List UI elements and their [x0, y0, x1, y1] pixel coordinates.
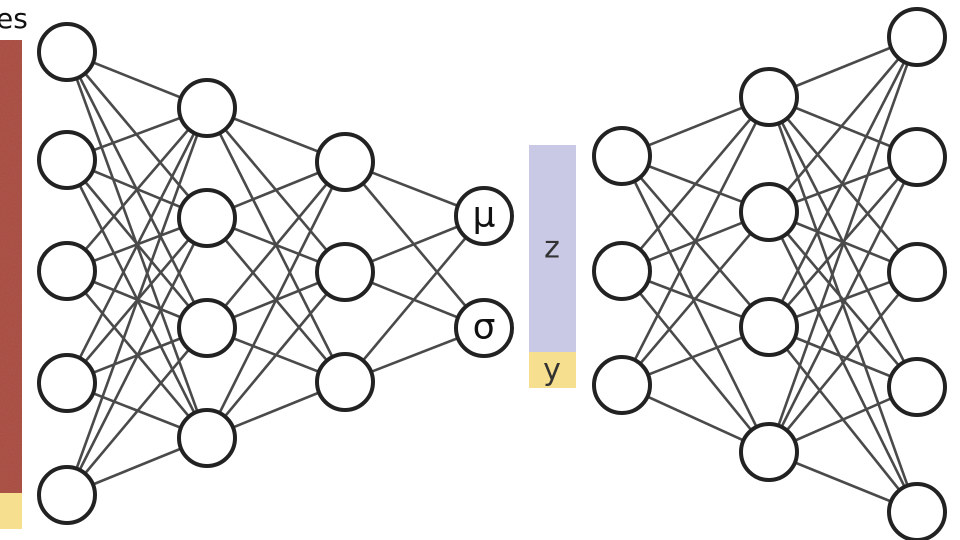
sigma-label: σ — [473, 307, 496, 348]
encoder-edge-l0-n3-to-l1-n0 — [65, 107, 209, 384]
decoder-node-l2-n3 — [887, 357, 947, 417]
encoder-node-l0-n0 — [37, 22, 97, 82]
encoder-node-l0-n4 — [37, 465, 97, 525]
input-label-strip — [0, 493, 22, 529]
decoder-edge-l0-n2-to-l1-n1 — [621, 211, 770, 386]
encoder-node-l1-n2 — [177, 298, 237, 358]
encoder-edge-l1-n3-to-l2-n1 — [206, 271, 346, 439]
top-left-label: es — [0, 2, 28, 35]
y-label: y — [543, 353, 561, 388]
decoder-node-l1-n1 — [739, 182, 799, 242]
decoder-edge-l0-n1-to-l1-n0 — [621, 96, 770, 272]
decoder-edge-l0-n0-to-l1-n3 — [620, 155, 771, 453]
encoder-edge-l2-n2-to-l3-n0 — [344, 215, 485, 383]
network-nodes: μσ — [37, 7, 947, 540]
decoder-edge-l1-n3-to-l2-n1 — [767, 156, 919, 453]
z-label: z — [544, 231, 560, 266]
encoder-edge-l0-n4-to-l1-n1 — [65, 217, 209, 496]
encoder-node-l2-n1 — [315, 242, 375, 302]
decoder-node-l0-n1 — [592, 241, 652, 301]
mu-node — [454, 186, 514, 246]
decoder-node-l2-n1 — [887, 127, 947, 187]
y-block — [529, 352, 576, 388]
decoder-edge-l1-n1-to-l2-n0 — [768, 36, 918, 213]
decoder-node-l2-n2 — [887, 242, 947, 302]
decoder-edge-l0-n2-to-l1-n0 — [620, 96, 771, 386]
decoder-node-l2-n0 — [887, 7, 947, 67]
encoder-edge-l0-n4-to-l1-n2 — [66, 327, 208, 496]
encoder-node-l0-n3 — [37, 353, 97, 413]
encoder-node-l1-n1 — [177, 188, 237, 248]
encoder-node-l0-n2 — [37, 241, 97, 301]
encoder-node-l2-n0 — [315, 132, 375, 192]
encoder-node-l2-n2 — [315, 352, 375, 412]
decoder-node-l0-n2 — [592, 355, 652, 415]
decoder-edge-l1-n2-to-l2-n0 — [767, 36, 919, 328]
decoder-node-l0-n0 — [592, 126, 652, 186]
mu-label: μ — [473, 195, 496, 236]
decoder-node-l2-n4 — [887, 482, 947, 540]
encoder-edge-l0-n4-to-l1-n0 — [65, 107, 209, 496]
z-block — [529, 145, 576, 352]
encoder-edge-l0-n2-to-l1-n0 — [66, 107, 208, 272]
decoder-node-l1-n0 — [739, 67, 799, 127]
decoder-node-l1-n2 — [739, 297, 799, 357]
sigma-node — [454, 298, 514, 358]
decoder-edge-l1-n3-to-l2-n0 — [767, 36, 919, 453]
input-image-strip — [0, 40, 22, 493]
encoder-node-l1-n0 — [177, 78, 237, 138]
decoder-edge-l1-n3-to-l2-n2 — [767, 271, 919, 453]
encoder-edge-l1-n2-to-l2-n0 — [206, 161, 346, 329]
encoder-node-l1-n3 — [177, 408, 237, 468]
encoder-node-l0-n1 — [37, 130, 97, 190]
decoder-edge-l0-n1-to-l1-n3 — [620, 270, 771, 453]
encoder-edge-l1-n3-to-l2-n0 — [205, 161, 347, 439]
decoder-node-l1-n3 — [739, 422, 799, 482]
